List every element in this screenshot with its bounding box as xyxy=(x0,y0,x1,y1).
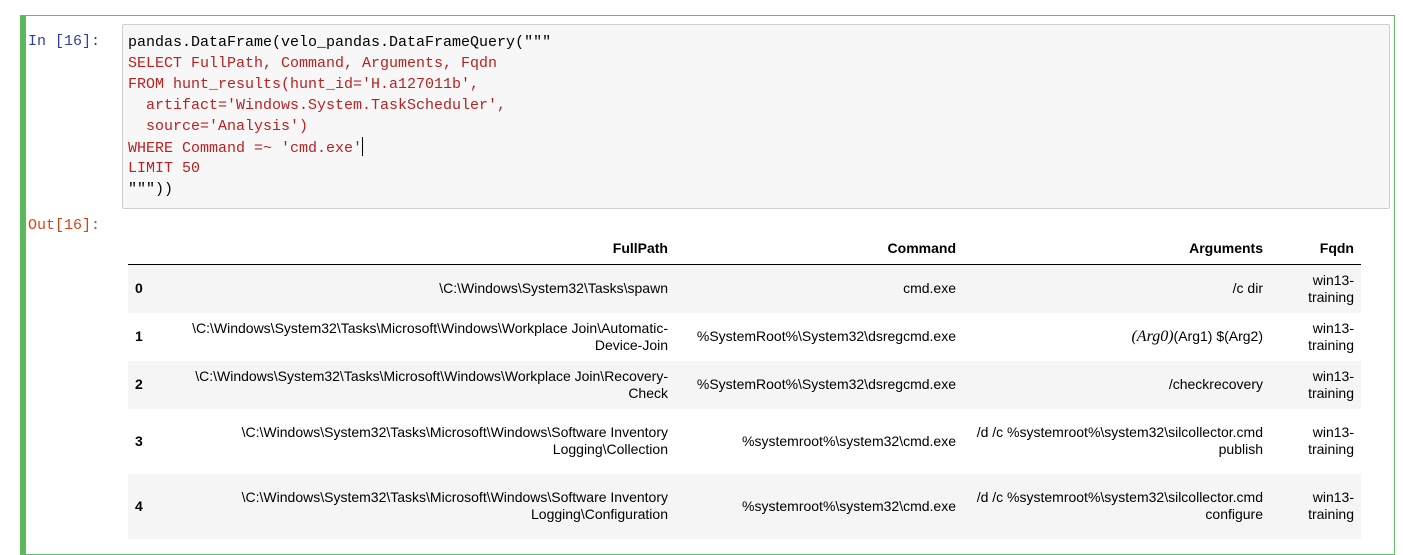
code-line: pandas.DataFrame(velo_pandas.DataFrameQu… xyxy=(128,32,551,53)
code-text: LIMIT 50 xyxy=(128,160,201,177)
input-prompt: In [16]: xyxy=(28,33,101,50)
cell-command: cmd.exe xyxy=(675,264,963,313)
arguments-text: (Arg1) $(Arg2) xyxy=(1173,328,1263,344)
cell-fqdn: win13-training xyxy=(1308,424,1354,457)
table-header-row: FullPath Command Arguments Fqdn xyxy=(128,232,1361,265)
cell-fullpath: \C:\Windows\System32\Tasks\Microsoft\Win… xyxy=(192,319,668,353)
code-text: """)) xyxy=(128,181,174,198)
cell-command: %SystemRoot%\System32\dsregcmd.exe xyxy=(696,328,956,344)
code-line: artifact='Windows.System.TaskScheduler', xyxy=(128,95,551,116)
code-text: SELECT FullPath, Command, Arguments, Fqd… xyxy=(128,55,498,72)
cell-command: %SystemRoot%\System32\dsregcmd.exe xyxy=(675,360,963,409)
cell-fqdn: win13-training xyxy=(1270,473,1361,539)
cell-arguments: /d /c %systemroot%\system32\silcollector… xyxy=(976,424,1263,457)
code-line: LIMIT 50 xyxy=(128,158,551,179)
code-text: source='Analysis') xyxy=(128,118,309,135)
code-line: FROM hunt_results(hunt_id='H.a127011b', xyxy=(128,74,551,95)
row-index: 2 xyxy=(128,360,160,409)
header-fqdn: Fqdn xyxy=(1270,232,1361,265)
cell-fqdn: win13-training xyxy=(1270,360,1361,409)
cell-fullpath: \C:\Windows\System32\Tasks\Microsoft\Win… xyxy=(160,360,675,409)
code-text: FROM hunt_results(hunt_id='H.a127011b', xyxy=(128,76,480,93)
cell-arguments: /d /c %systemroot%\system32\silcollector… xyxy=(963,473,1270,539)
row-index: 3 xyxy=(135,432,143,449)
output-prompt: Out[16]: xyxy=(28,217,101,234)
table-row: 2 \C:\Windows\System32\Tasks\Microsoft\W… xyxy=(128,360,1361,409)
code-line: """)) xyxy=(128,179,551,200)
code-text: artifact='Windows.System.TaskScheduler', xyxy=(128,97,507,114)
table-row: 0 \C:\Windows\System32\Tasks\spawn cmd.e… xyxy=(128,264,1361,313)
row-index: 4 xyxy=(128,473,160,539)
cell-fqdn: win13-training xyxy=(1270,264,1361,313)
header-index xyxy=(128,232,160,265)
dataframe-table: FullPath Command Arguments Fqdn 0 \C:\Wi… xyxy=(128,232,1361,539)
row-index: 1 xyxy=(135,328,143,344)
cell-arguments: /c dir xyxy=(963,264,1270,313)
text-cursor xyxy=(362,137,364,156)
cell-fullpath: \C:\Windows\System32\Tasks\Microsoft\Win… xyxy=(160,473,675,539)
cell-fullpath: \C:\Windows\System32\Tasks\Microsoft\Win… xyxy=(241,424,668,457)
code-content[interactable]: pandas.DataFrame(velo_pandas.DataFrameQu… xyxy=(128,32,551,200)
math-text: (Arg0) xyxy=(1131,328,1174,345)
header-fullpath: FullPath xyxy=(160,232,675,265)
cell-arguments: (Arg0)(Arg1) $(Arg2) xyxy=(963,313,1270,361)
table-row: 3 \C:\Windows\System32\Tasks\Microsoft\W… xyxy=(128,409,1361,474)
code-line: SELECT FullPath, Command, Arguments, Fqd… xyxy=(128,53,551,74)
code-line: source='Analysis') xyxy=(128,116,551,137)
table-row: 4 \C:\Windows\System32\Tasks\Microsoft\W… xyxy=(128,473,1361,539)
cell-fqdn: win13-training xyxy=(1308,319,1354,353)
code-text: WHERE Command =~ 'cmd.exe' xyxy=(128,140,363,157)
cell-arguments: /checkrecovery xyxy=(963,360,1270,409)
cell-command: %systemroot%\system32\cmd.exe xyxy=(742,432,956,449)
cell-fullpath: \C:\Windows\System32\Tasks\spawn xyxy=(160,264,675,313)
cell-command: %systemroot%\system32\cmd.exe xyxy=(675,473,963,539)
header-command: Command xyxy=(675,232,963,265)
code-text: pandas.DataFrame(velo_pandas.DataFrameQu… xyxy=(128,34,552,51)
table-row: 1 \C:\Windows\System32\Tasks\Microsoft\W… xyxy=(128,313,1361,361)
code-line: WHERE Command =~ 'cmd.exe' xyxy=(128,137,551,158)
header-arguments: Arguments xyxy=(963,232,1270,265)
row-index: 0 xyxy=(128,264,160,313)
code-editor[interactable]: pandas.DataFrame(velo_pandas.DataFrameQu… xyxy=(122,24,1390,209)
